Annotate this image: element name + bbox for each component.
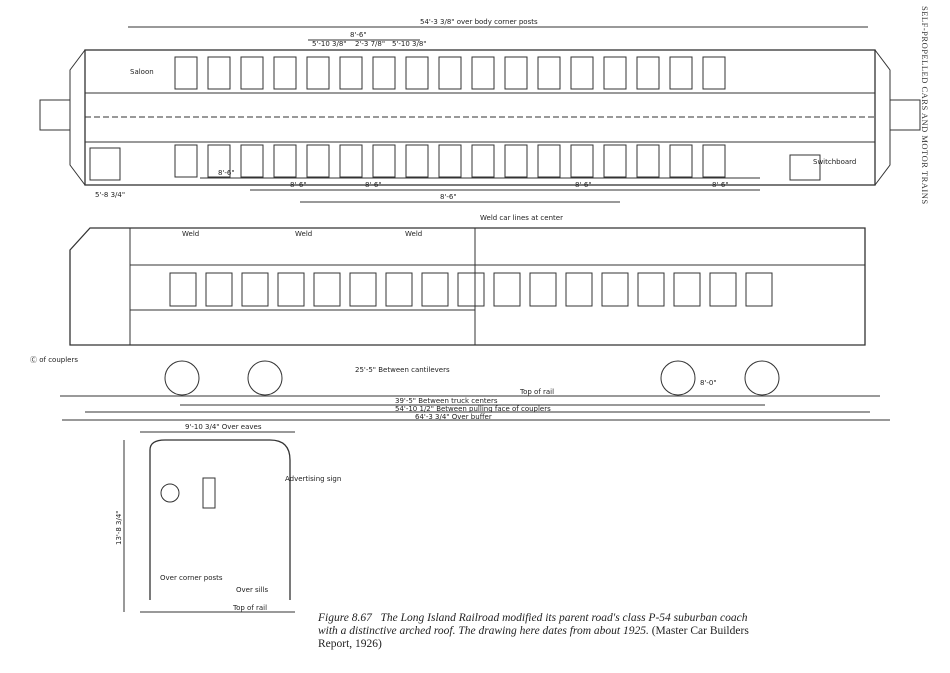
dim: 8'-6" [575,181,592,189]
plan-view: 54'-3 3/8" over body corner posts 8'-6" … [39,18,921,203]
window [601,272,629,307]
seat-outline [537,144,561,178]
seat-outline [405,56,429,90]
seat-outline [405,144,429,178]
window [169,272,197,307]
seat-outline [207,144,231,178]
window [457,272,485,307]
window [385,272,413,307]
weld-label: Weld [182,230,199,238]
overall-dim: 54'-3 3/8" over body corner posts [420,18,538,26]
height-dim: 13'-8 3/4" [115,510,123,545]
seat-outline [372,144,396,178]
dim: 8'-6" [440,193,457,201]
window [313,272,341,307]
seat-outline [636,56,660,90]
window [709,272,737,307]
window [565,272,593,307]
dim: 8'-6" [712,181,729,189]
weld-label: Weld [295,230,312,238]
seat-outline [669,56,693,90]
end-section: 9'-10 3/4" Over eaves Advertising sign O… [115,423,341,613]
seat-outline [438,56,462,90]
couplers-label: Ⓒ of couplers [30,356,78,364]
seat-outline [603,144,627,178]
figure-caption: Figure 8.67 The Long Island Railroad mod… [318,612,758,651]
over-eaves-dim: 9'-10 3/4" Over eaves [185,423,262,431]
seat-outline [438,144,462,178]
dim: 8'-6" [350,31,367,39]
running-head: SELF-PROPELLED CARS AND MOTOR TRAINS [920,6,930,205]
seat-outline [306,56,330,90]
window [637,272,665,307]
switchboard-label: Switchboard [813,158,856,166]
window [421,272,449,307]
dim: 5'-10 3/8" [312,40,347,48]
dim: 2'-3 7/8" [355,40,385,48]
caption-source: (Master Car Builders Report, 1926) [318,625,749,650]
cantilevers-dim: 25'-5" Between cantilevers [355,366,450,374]
window [745,272,773,307]
seat-outline [471,56,495,90]
seat-outline [174,144,198,178]
truck-centers-dim: 39'-5" Between truck centers [395,397,498,405]
wheel-dim: 8'-0" [700,379,717,387]
seat-outline [603,56,627,90]
saloon-label: Saloon [130,68,154,76]
seat-outline [570,56,594,90]
seat-outline [240,144,264,178]
advertising-sign-label: Advertising sign [285,475,341,483]
sills-label: Over sills [236,586,269,594]
seat-outline [702,56,726,90]
seat-outline [306,144,330,178]
seat-outline [504,144,528,178]
weld-label: Weld [405,230,422,238]
window [277,272,305,307]
seat-outline [669,144,693,178]
seat-outline [273,56,297,90]
end-dim: 5'-8 3/4" [95,191,125,199]
seat-outline [636,144,660,178]
dim: 5'-10 3/8" [392,40,427,48]
section-top-of-rail: Top of rail [232,604,267,612]
window [241,272,269,307]
seat-outline [570,144,594,178]
top-of-rail: Top of rail [519,388,554,396]
side-elevation: Weld Weld Weld Weld car lines at center … [30,214,890,421]
dim: 8'-6" [218,169,235,177]
window [349,272,377,307]
corner-posts-label: Over corner posts [160,574,223,582]
weld-center-label: Weld car lines at center [480,214,563,222]
dim: 8'-6" [290,181,307,189]
seat-outline [174,56,198,90]
seat-outline [471,144,495,178]
over-buffer-dim: 64'-3 3/4" Over buffer [415,413,492,421]
seat-outline [504,56,528,90]
seat-outline [207,56,231,90]
window [529,272,557,307]
seat-outline [240,56,264,90]
window [673,272,701,307]
caption-text: The Long Island Railroad modified its pa… [318,612,748,637]
pulling-face-dim: 54'-10 1/2" Between pulling face of coup… [395,405,551,413]
seat-outline [339,56,363,90]
window [493,272,521,307]
seat-outline [537,56,561,90]
dim: 8'-6" [365,181,382,189]
seat-outline [339,144,363,178]
figure-label: Figure 8.67 [318,612,372,624]
seat-outline [372,56,396,90]
seat-outline [273,144,297,178]
seat-outline [702,144,726,178]
window [205,272,233,307]
